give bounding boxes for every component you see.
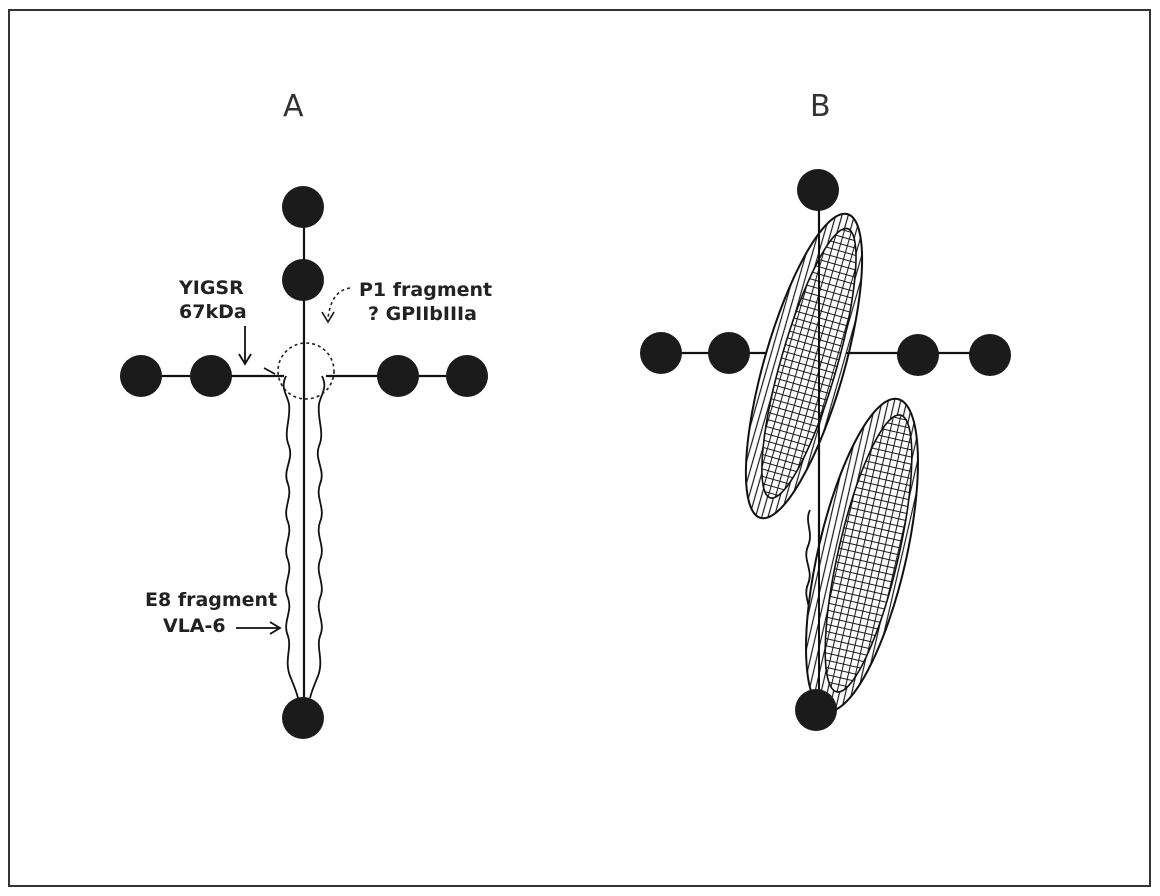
panel-b-node-right-outer — [969, 334, 1011, 376]
panel-a-node-left-outer — [120, 355, 162, 397]
e8-label: E8 fragment — [145, 589, 277, 611]
p1-label: P1 fragment — [359, 279, 492, 301]
panel-b: B — [640, 89, 1011, 731]
e8-arrow — [236, 621, 282, 635]
yigsr-pointer — [263, 367, 276, 375]
panel-b-node-bottom — [795, 689, 837, 731]
yigsr-sublabel: 67kDa — [179, 301, 247, 323]
panel-a-node-left-inner — [190, 355, 232, 397]
panel-b-upper-ellipse — [744, 212, 864, 520]
panel-a-node-top-inner — [282, 259, 324, 301]
p1-arrow — [327, 287, 351, 319]
panel-a-coiled-coil — [282, 375, 299, 699]
panel-a-p1-region — [277, 342, 335, 400]
p1-arrow-head — [321, 311, 335, 324]
panel-b-node-left-inner — [708, 332, 750, 374]
yigsr-arrow — [238, 326, 252, 366]
yigsr-label: YIGSR — [178, 277, 244, 299]
panel-a: A YIGSR 67kDa P1 fragment ? GPIIbIIIa E8… — [120, 89, 492, 739]
panel-a-node-right-inner — [377, 355, 419, 397]
panel-a-node-top-outer — [282, 186, 324, 228]
panel-b-node-right-inner — [897, 334, 939, 376]
panel-b-node-top — [797, 169, 839, 211]
panel-b-node-left-outer — [640, 332, 682, 374]
figure-frame — [8, 9, 1151, 887]
panel-b-lower-ellipse — [805, 397, 919, 713]
panel-a-label: A — [283, 89, 304, 124]
e8-sublabel: VLA-6 — [163, 615, 226, 637]
p1-sublabel: ? GPIIbIIIa — [368, 303, 477, 325]
panel-b-label: B — [810, 89, 831, 124]
panel-a-node-bottom — [282, 697, 324, 739]
panel-a-node-right-outer — [446, 355, 488, 397]
panel-a-coiled-coil-right — [309, 375, 326, 699]
